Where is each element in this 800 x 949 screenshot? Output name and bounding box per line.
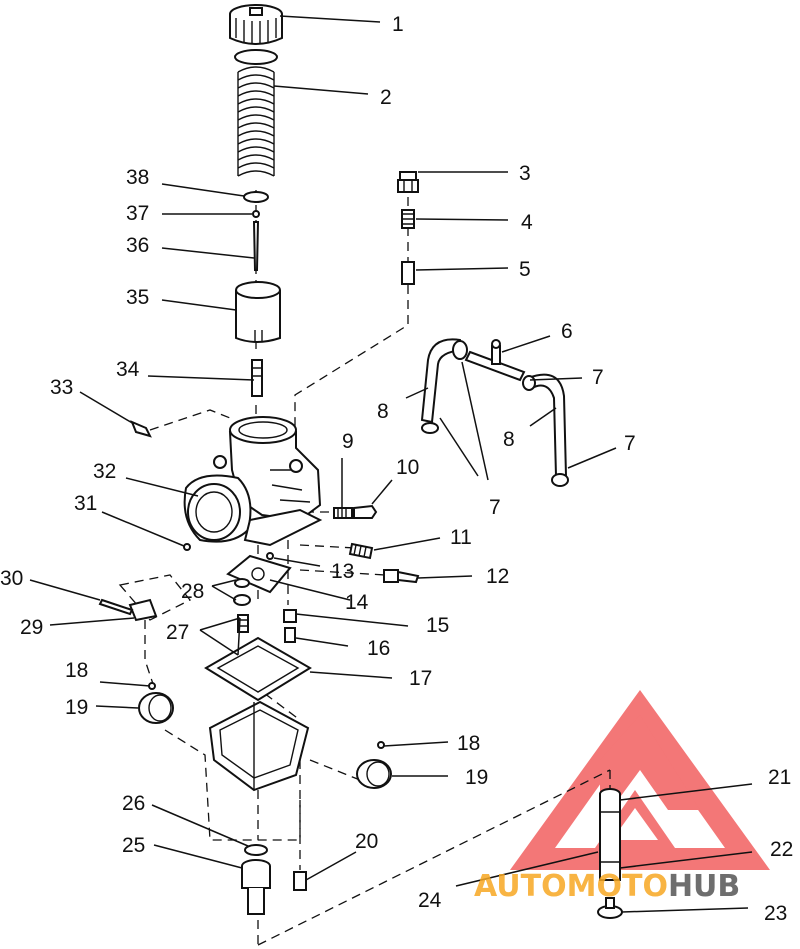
callout-24: 24: [418, 889, 442, 912]
part-throttle-stop-screw: [383, 569, 420, 584]
part-starter-jet: [284, 627, 296, 643]
callout-2: 2: [380, 86, 392, 109]
callout-8-right: 8: [503, 428, 515, 451]
automotohub-watermark: AUTOMOTOHUB: [474, 869, 740, 904]
part-drain-tube: [599, 788, 621, 881]
callout-4: 4: [521, 211, 533, 234]
part-t-fitting: [464, 339, 526, 382]
part-plate-screw: [266, 552, 274, 560]
part-float-arm: [128, 598, 158, 622]
callout-13: 13: [331, 560, 354, 583]
callout-7-right: 7: [624, 432, 636, 455]
callout-6: 6: [561, 320, 573, 343]
part-float-bowl-gasket: [204, 636, 312, 702]
watermark-text-automoto: AUTOMOTO: [474, 869, 668, 904]
part-washer-top: [234, 578, 250, 588]
part-starter-jet-holder: [283, 609, 297, 623]
part-vent-hose-right: [526, 373, 568, 477]
callout-36: 36: [126, 234, 149, 257]
callout-23: 23: [764, 902, 787, 925]
callout-3: 3: [519, 162, 531, 185]
callout-27: 27: [166, 621, 189, 644]
callout-7-top: 7: [592, 366, 604, 389]
callout-8-left: 8: [377, 400, 389, 423]
callout-18-left: 18: [65, 659, 88, 682]
watermark-text-hub: HUB: [668, 869, 740, 904]
callout-28: 28: [181, 580, 204, 603]
part-cap: [229, 4, 283, 45]
callout-35: 35: [126, 286, 149, 309]
callout-1: 1: [392, 13, 404, 36]
callout-19-right: 19: [465, 766, 488, 789]
part-throttle-stop-spring: [348, 542, 374, 560]
part-e-clip: [252, 210, 260, 218]
part-slide-spring: [237, 66, 275, 177]
callout-12: 12: [486, 565, 509, 588]
part-drain-plug: [241, 859, 271, 915]
part-float-right: [356, 759, 392, 789]
part-pilot-air-screw: [130, 420, 152, 438]
callout-labels: 1 2 3 4 5 6 7 7 7 8 8 9 10 11 12 13 14 1…: [0, 13, 793, 925]
callout-37: 37: [126, 202, 149, 225]
callout-20: 20: [355, 830, 378, 853]
part-washer-bottom: [233, 594, 251, 606]
part-needle-jet: [251, 359, 263, 397]
part-idle-screw: [353, 504, 378, 519]
part-float-plate: [226, 554, 292, 594]
callout-7-bottom: 7: [489, 496, 501, 519]
callout-38: 38: [126, 166, 149, 189]
callout-16: 16: [367, 637, 390, 660]
svg-text:AUTOMOTOHUB: AUTOMOTOHUB: [474, 869, 740, 904]
callout-9: 9: [342, 430, 354, 453]
part-carburetor-body: [183, 416, 323, 547]
part-float-left: [138, 692, 174, 724]
callout-29: 29: [20, 616, 43, 639]
callout-33: 33: [50, 376, 73, 399]
part-throttle-slide: [235, 281, 281, 343]
callout-14: 14: [345, 591, 369, 614]
part-needle-plate: [243, 191, 269, 203]
part-idle-screw-spring: [333, 507, 353, 519]
callout-30: 30: [0, 567, 23, 590]
part-float-pin: [98, 598, 134, 616]
part-drain-o-ring: [244, 844, 268, 856]
part-float-bowl: [208, 700, 310, 792]
callout-5: 5: [519, 258, 531, 281]
callout-26: 26: [122, 792, 145, 815]
part-fitting-cap: [401, 261, 415, 285]
callout-11: 11: [450, 526, 472, 549]
part-float-screw-right: [377, 741, 385, 749]
leader-lines: [29, 15, 753, 913]
callout-25: 25: [122, 834, 145, 857]
part-jet-needle: [252, 221, 260, 271]
part-cap-washer: [234, 49, 278, 65]
callout-18-right: 18: [457, 732, 480, 755]
callout-10: 10: [396, 456, 419, 479]
callout-17: 17: [409, 667, 432, 690]
part-body-screw: [183, 543, 191, 551]
callout-34: 34: [116, 358, 140, 381]
part-bowl-screw: [293, 871, 307, 891]
automotohub-logo: [510, 690, 770, 870]
callout-32: 32: [93, 460, 116, 483]
callout-22: 22: [770, 838, 793, 861]
logo-mountain: [600, 715, 700, 810]
callout-15: 15: [426, 614, 449, 637]
callout-21: 21: [768, 766, 791, 789]
callout-19-left: 19: [65, 696, 88, 719]
part-fuel-inlet-fitting: [397, 171, 419, 193]
callout-31: 31: [74, 492, 97, 515]
